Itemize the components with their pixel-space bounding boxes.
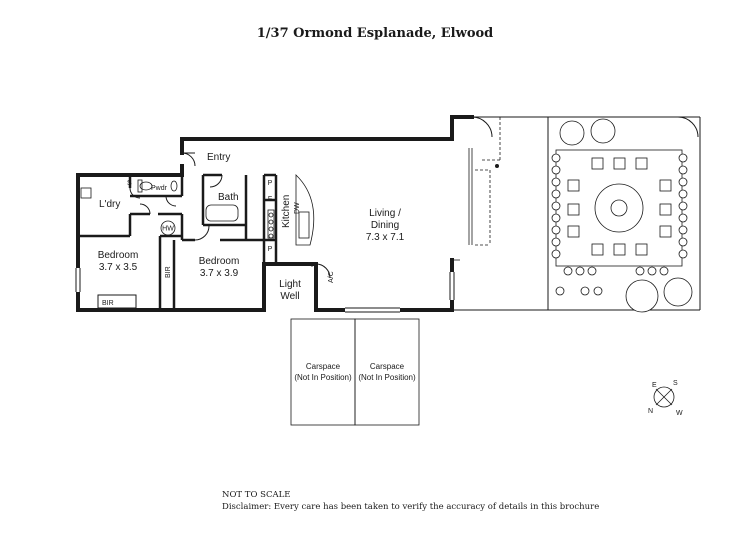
garden-shrubs bbox=[551, 118, 693, 313]
window-marks bbox=[75, 268, 455, 313]
label-fridge: F bbox=[268, 196, 272, 203]
label-bir-bottom: BIR bbox=[102, 300, 114, 307]
label-ac: A/C bbox=[328, 271, 335, 283]
label-living-dims: 7.3 x 7.1 bbox=[366, 232, 405, 243]
carspace-2-note: (Not In Position) bbox=[358, 373, 416, 382]
light-point bbox=[495, 164, 499, 168]
room-labels: Entry L'dry Pwdr S HW Bath P F P Kitchen… bbox=[98, 152, 405, 307]
compass-rose: E S N W bbox=[648, 380, 683, 417]
label-pwdr: Pwdr bbox=[151, 185, 168, 192]
compass-n: N bbox=[648, 408, 653, 415]
garden-furniture bbox=[555, 149, 683, 267]
carspaces: Carspace (Not In Position) Carspace (Not… bbox=[290, 318, 420, 426]
label-light-well-2: Well bbox=[280, 291, 299, 302]
disclaimer: Disclaimer: Every care has been taken to… bbox=[222, 502, 599, 512]
ac-point bbox=[310, 263, 314, 267]
label-bed2-dims: 3.7 x 3.9 bbox=[200, 268, 239, 279]
label-pantry-2: P bbox=[268, 246, 273, 253]
plan-title: 1/37 Ormond Esplanade, Elwood bbox=[257, 26, 494, 41]
interior-walls bbox=[78, 173, 278, 310]
label-light-well-1: Light bbox=[279, 279, 301, 290]
door-swings bbox=[129, 116, 699, 279]
carspace-1-label: Carspace bbox=[306, 362, 341, 371]
compass-s: S bbox=[673, 380, 678, 387]
label-bed1-dims: 3.7 x 3.5 bbox=[99, 262, 138, 273]
courtyard-boundary bbox=[452, 116, 701, 311]
label-hw: HW bbox=[162, 226, 174, 233]
compass-circle bbox=[653, 386, 675, 408]
label-entry: Entry bbox=[207, 152, 230, 163]
label-bir-vertical: BIR bbox=[165, 266, 172, 278]
label-kitchen: Kitchen bbox=[281, 195, 292, 228]
not-to-scale: NOT TO SCALE bbox=[222, 490, 290, 500]
carspace-2-label: Carspace bbox=[370, 362, 405, 371]
compass-w: W bbox=[676, 410, 683, 417]
bir-bottom-strip bbox=[97, 294, 137, 309]
label-dw: DW bbox=[294, 202, 301, 214]
label-bed2: Bedroom bbox=[199, 256, 240, 267]
label-living-1: Living / bbox=[369, 208, 401, 219]
label-living-2: Dining bbox=[371, 220, 399, 231]
label-laundry: L'dry bbox=[99, 199, 120, 210]
compass-line-b bbox=[655, 388, 673, 406]
label-pantry-1: P bbox=[268, 180, 273, 187]
label-s: S bbox=[127, 180, 132, 187]
fixtures bbox=[80, 174, 315, 246]
label-bath: Bath bbox=[218, 192, 239, 203]
label-bed1: Bedroom bbox=[98, 250, 139, 261]
carspace-2 bbox=[354, 318, 420, 426]
carspace-1-note: (Not In Position) bbox=[294, 373, 352, 382]
sliding-doors bbox=[452, 117, 501, 261]
compass-e: E bbox=[652, 382, 657, 389]
carspace-1 bbox=[290, 318, 356, 426]
